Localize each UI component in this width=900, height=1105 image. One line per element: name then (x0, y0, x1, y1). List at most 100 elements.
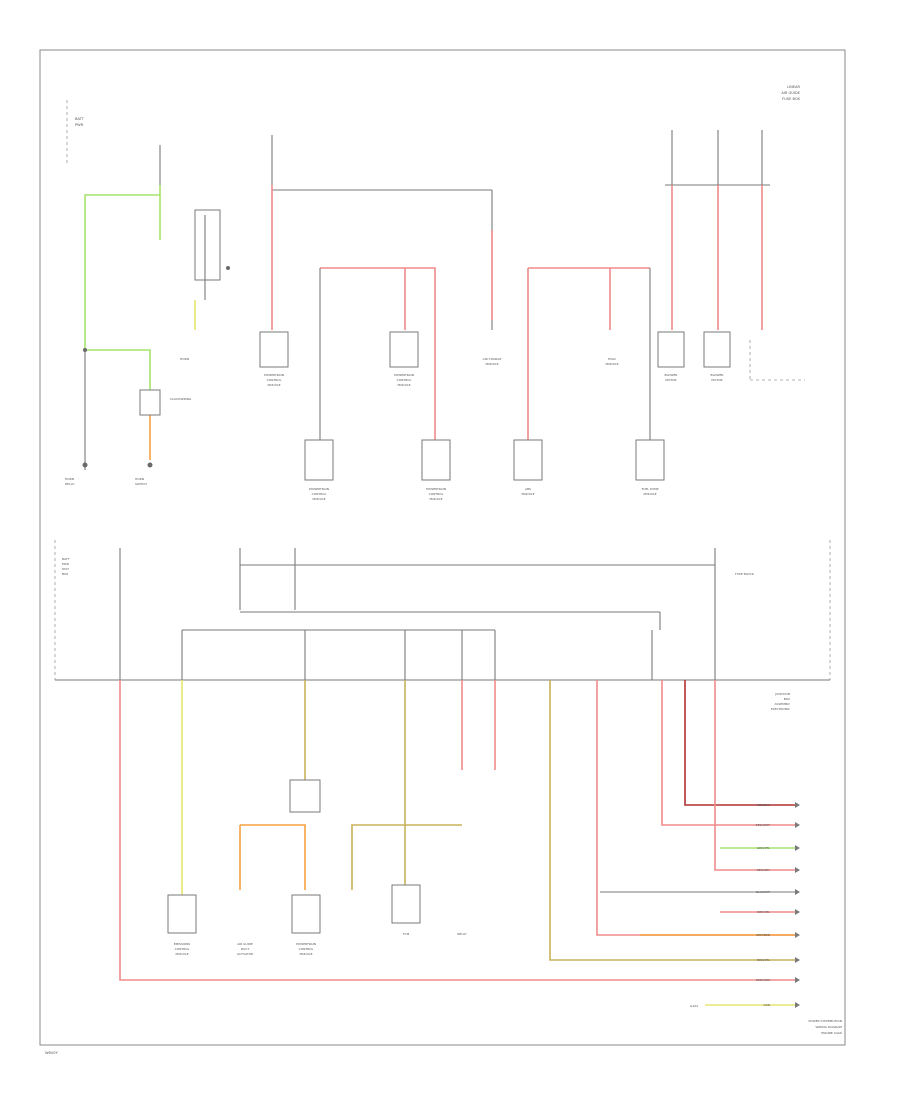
svg-text:POWERTRAIN: POWERTRAIN (309, 487, 329, 491)
svg-text:POWERTRAIN: POWERTRAIN (264, 373, 284, 377)
component-bottom-3 (291, 894, 321, 934)
figure-code: W6V0Y (45, 1051, 59, 1055)
svg-text:BLOWER: BLOWER (711, 373, 724, 377)
svg-text:HVAC: HVAC (608, 357, 616, 361)
svg-text:JUNCTION: JUNCTION (774, 692, 790, 696)
component-top-5 (657, 331, 685, 368)
svg-text:CONTROL: CONTROL (299, 947, 314, 951)
diagram-frame (39, 49, 846, 1046)
svg-text:EMISSIONS: EMISSIONS (174, 942, 191, 946)
component-top-1-label: POWERTRAIN CONTROL MODULE (264, 373, 284, 387)
svg-text:ABS: ABS (525, 487, 531, 491)
wire-red-bottom-long (119, 680, 795, 981)
left-battery-label: BATT PWR (75, 117, 85, 127)
component-mid-3 (513, 439, 543, 481)
svg-text:MODULE: MODULE (299, 952, 312, 956)
component-bottom-4-label: TCM (402, 932, 410, 936)
component-mid-4-label: FUEL PUMP MODULE (642, 487, 659, 496)
svg-text:MOTOR: MOTOR (665, 378, 676, 382)
component-top-2 (389, 331, 419, 368)
svg-text:BOX: BOX (784, 697, 790, 701)
svg-text:HORN: HORN (65, 477, 74, 481)
relay-switch (194, 209, 221, 281)
svg-text:AIR GUIDE: AIR GUIDE (781, 91, 800, 95)
svg-text:MODULE: MODULE (485, 362, 498, 366)
component-bottom-1 (167, 894, 197, 934)
svg-text:BATT: BATT (62, 557, 70, 561)
svg-text:BATT: BATT (75, 117, 85, 121)
upper-right-module-label: LINEAR AIR GUIDE FUSE BOX (781, 85, 800, 101)
svg-text:ASSEMBLY: ASSEMBLY (774, 702, 790, 706)
svg-text:MODULE: MODULE (175, 952, 188, 956)
svg-text:GRN: GRN (763, 1003, 770, 1007)
component-mid-3-label: ABS MODULE (521, 487, 534, 496)
svg-text:POWERTRAIN: POWERTRAIN (296, 942, 316, 946)
svg-text:HORN: HORN (180, 357, 189, 361)
svg-text:AIR GUIDE: AIR GUIDE (237, 942, 253, 946)
component-bottom-3-label: POWERTRAIN CONTROL MODULE (296, 942, 316, 956)
svg-text:DIST: DIST (62, 567, 69, 571)
component-bottom-1-label: EMISSIONS CONTROL MODULE (174, 942, 191, 956)
component-bottom-4 (391, 884, 421, 924)
svg-text:RED/BRN: RED/BRN (756, 933, 770, 937)
svg-text:AIR CHARGE: AIR CHARGE (483, 357, 502, 361)
wire-orange-junction (240, 824, 306, 890)
svg-text:GRN/YEL: GRN/YEL (757, 846, 770, 850)
mid-right-module-label: JUNCTION BOX ASSEMBLY ELECTRONIC (771, 692, 790, 711)
wire-tan-branch (351, 824, 462, 890)
svg-text:CONTROL: CONTROL (429, 492, 444, 496)
svg-text:SWITCH: SWITCH (135, 482, 147, 486)
svg-text:MODULE: MODULE (267, 383, 280, 387)
svg-text:RELAY: RELAY (65, 482, 75, 486)
wire-green-2 (84, 194, 160, 400)
svg-text:ENGINE LOAD: ENGINE LOAD (821, 1031, 842, 1035)
svg-text:LINEAR: LINEAR (787, 85, 800, 89)
component-mid-2 (421, 439, 451, 481)
component-top-1 (259, 331, 289, 368)
left-module-label: BATT PWR DIST BOX (62, 557, 70, 576)
svg-text:BOX: BOX (62, 572, 68, 576)
left-relay (139, 389, 161, 416)
wire-tan-right (549, 680, 795, 961)
svg-text:CONTROL: CONTROL (397, 378, 412, 382)
svg-text:PWR: PWR (62, 562, 69, 566)
component-top-6-label: BLOWER MOTOR (711, 373, 724, 382)
svg-text:PWR: PWR (75, 123, 84, 127)
right-connector-labels: RED/BLK RED/WHT GRN/YEL RED/GRY BLU/WHT … (756, 803, 771, 1007)
svg-text:MODULE: MODULE (312, 497, 325, 501)
component-mid-1-label: POWERTRAIN CONTROL MODULE (309, 487, 329, 501)
svg-text:MODULE: MODULE (429, 497, 442, 501)
svg-text:RED/BLK: RED/BLK (757, 803, 771, 807)
svg-text:BRN/YEL: BRN/YEL (757, 958, 770, 962)
svg-text:POWERTRAIN: POWERTRAIN (394, 373, 414, 377)
svg-text:ELECTRONIC: ELECTRONIC (771, 707, 790, 711)
right-arrowheads (795, 802, 800, 1008)
svg-text:ACTUATOR: ACTUATOR (237, 952, 253, 956)
svg-text:CONTROL: CONTROL (175, 947, 190, 951)
component-bottom-relay (289, 779, 321, 813)
svg-text:RED/WHT: RED/WHT (756, 823, 771, 827)
svg-text:MODULE: MODULE (643, 492, 656, 496)
component-mid-4 (635, 439, 665, 481)
svg-text:FUSE BLOCK: FUSE BLOCK (735, 572, 755, 576)
red-bus-1 (320, 267, 436, 440)
footer-caption: POWER DISTRIBUTION WIRING DIAGRAM ENGINE… (808, 1019, 842, 1035)
wire-red-right-5 (661, 680, 795, 826)
ground-label: G104 (690, 1004, 698, 1008)
svg-text:MOTOR: MOTOR (711, 378, 722, 382)
svg-text:WIRING DIAGRAM: WIRING DIAGRAM (816, 1025, 843, 1029)
component-top-5-label: BLOWER MOTOR (665, 373, 678, 382)
component-bottom-5-label: RELAY (457, 932, 467, 936)
svg-text:TCM: TCM (402, 932, 410, 936)
fuse-block-label: FUSE BLOCK (735, 572, 755, 576)
svg-text:DUCT: DUCT (241, 947, 250, 951)
component-top-3-label: AIR CHARGE MODULE (483, 357, 502, 366)
svg-text:MODULE: MODULE (521, 492, 534, 496)
svg-text:CLOCKSPRING: CLOCKSPRING (170, 397, 192, 401)
component-mid-1 (304, 439, 334, 481)
svg-text:BLU/WHT: BLU/WHT (756, 890, 770, 894)
svg-text:CONTROL: CONTROL (312, 492, 327, 496)
svg-text:FUEL PUMP: FUEL PUMP (642, 487, 659, 491)
svg-text:MODULE: MODULE (397, 383, 410, 387)
